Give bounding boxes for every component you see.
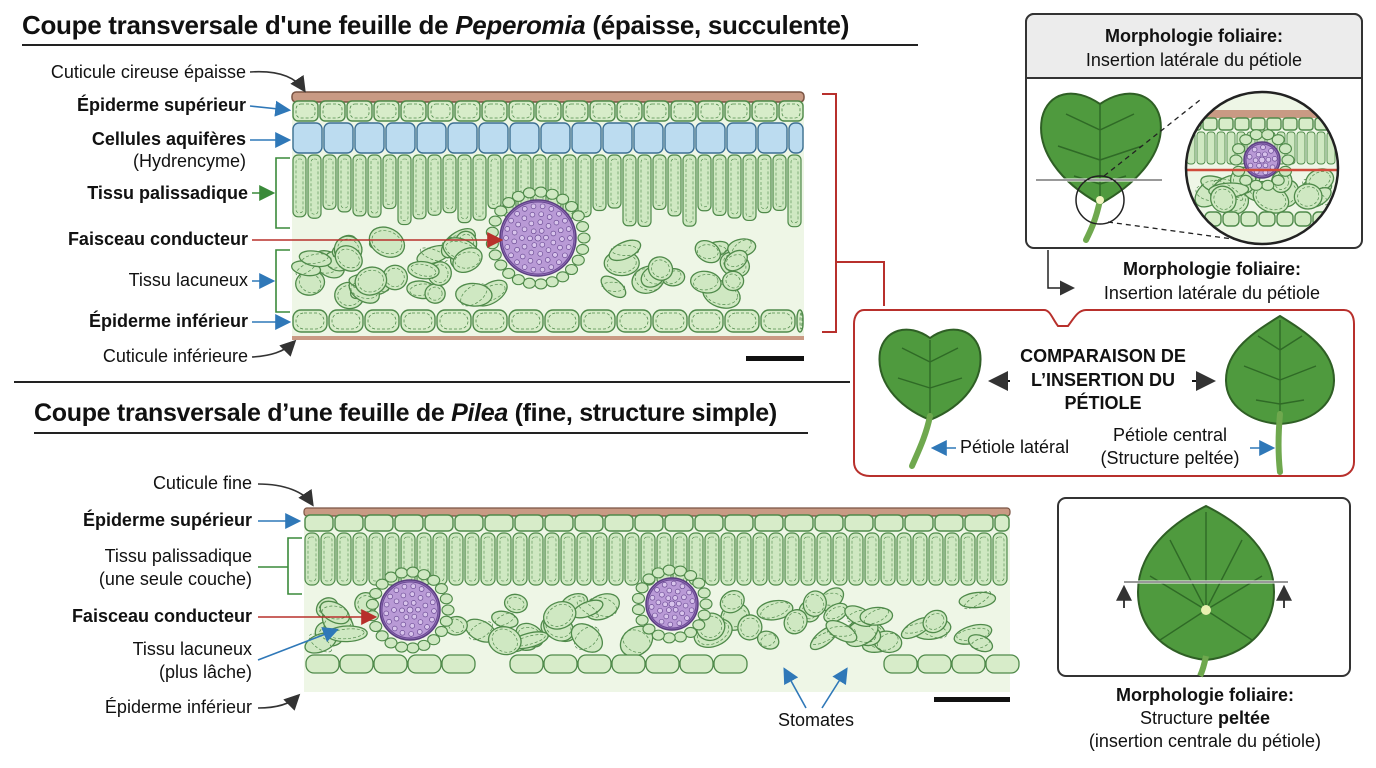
comparison-central-label: Pétiole central bbox=[1112, 425, 1228, 445]
label-pep-vascular: Faisceau conducteur bbox=[67, 229, 248, 249]
morpho-bottom-line3: (insertion centrale du pétiole) bbox=[1088, 731, 1322, 751]
label-pil-spongy: Tissu lacuneux bbox=[132, 639, 252, 659]
peperomia-water-cells bbox=[292, 122, 804, 154]
peperomia-spongy-cells bbox=[291, 226, 757, 310]
morpho-top-connector bbox=[1047, 250, 1075, 296]
comparison-title-1: COMPARAISON DE bbox=[1020, 346, 1186, 366]
peperomia-title: Coupe transversale d'une feuille de Pepe… bbox=[22, 10, 850, 40]
label-pep-spongy: Tissu lacuneux bbox=[128, 270, 248, 290]
peperomia-scale-bar bbox=[746, 356, 804, 361]
morpho-mid-subheading: Insertion latérale du pétiole bbox=[1103, 283, 1321, 303]
label-pil-palisade: Tissu palissadique bbox=[104, 546, 252, 566]
label-pil-palisade-sub: (une seule couche) bbox=[98, 569, 252, 589]
label-pep-water-cells: Cellules aquifères bbox=[91, 129, 246, 149]
pilea-upper-epidermis bbox=[304, 514, 1010, 532]
comparison-title-3: PÉTIOLE bbox=[1064, 393, 1142, 413]
pilea-spongy-cells bbox=[304, 587, 997, 657]
label-pep-lower-cuticle: Cuticule inférieure bbox=[102, 346, 248, 366]
pilea-lower-epidermis bbox=[305, 654, 1020, 674]
comparison-central-sub: (Structure peltée) bbox=[1100, 448, 1240, 468]
morpho-top-leaf bbox=[1036, 92, 1162, 243]
label-pil-stomata: Stomates bbox=[777, 710, 855, 730]
label-pep-hydrencyme: (Hydrencyme) bbox=[132, 151, 246, 171]
peperomia-lower-epidermis bbox=[292, 309, 804, 333]
label-pil-lower-epidermis: Épiderme inférieur bbox=[104, 697, 252, 717]
peperomia-label-arrows bbox=[249, 70, 504, 358]
peltate-leaf bbox=[1116, 504, 1292, 678]
morpho-top-subheading: Insertion latérale du pétiole bbox=[1085, 50, 1303, 70]
pilea-vascular-bundles bbox=[365, 564, 713, 654]
label-pep-palisade: Tissu palissadique bbox=[87, 183, 248, 203]
label-pep-cuticle: Cuticule cireuse épaisse bbox=[50, 62, 246, 82]
morpho-bottom-box bbox=[1057, 497, 1351, 678]
morpho-bottom-line2: Structure peltée bbox=[1139, 708, 1271, 728]
comparison-title-2: L’INSERTION DU bbox=[1030, 370, 1175, 390]
label-pil-vascular: Faisceau conducteur bbox=[71, 606, 252, 626]
label-pil-spongy-sub: (plus lâche) bbox=[158, 662, 252, 682]
peperomia-section bbox=[291, 91, 805, 361]
label-pil-upper-epidermis: Épiderme supérieur bbox=[82, 510, 252, 530]
pilea-title-underline bbox=[34, 432, 808, 434]
pilea-label-arrows bbox=[257, 483, 848, 711]
pilea-title: Coupe transversale d’une feuille de Pile… bbox=[34, 399, 777, 427]
morpho-top-heading: Morphologie foliaire: bbox=[1105, 26, 1283, 46]
peperomia-title-underline bbox=[22, 44, 918, 46]
pilea-scale-bar bbox=[934, 697, 1010, 702]
morpho-top-box bbox=[1025, 13, 1363, 249]
comparison-panel bbox=[853, 309, 1355, 477]
peperomia-upper-epidermis bbox=[292, 100, 804, 122]
morpho-mid-heading: Morphologie foliaire: bbox=[1123, 259, 1301, 279]
morpho-bottom-heading: Morphologie foliaire: bbox=[1116, 685, 1294, 705]
comparison-left-leaf bbox=[878, 328, 982, 469]
pilea-section bbox=[303, 507, 1020, 702]
peperomia-bracket bbox=[822, 93, 885, 333]
peperomia-lower-cuticle bbox=[292, 336, 804, 340]
morpho-top-magnifier bbox=[1184, 90, 1340, 246]
label-pil-cuticle: Cuticule fine bbox=[152, 473, 252, 493]
label-pep-lower-epidermis: Épiderme inférieur bbox=[88, 311, 248, 331]
comparison-lateral-label: Pétiole latéral bbox=[960, 437, 1070, 457]
peperomia-vascular-bundle bbox=[485, 186, 591, 290]
label-pep-upper-epidermis: Épiderme supérieur bbox=[76, 95, 246, 115]
comparison-right-leaf bbox=[1224, 314, 1336, 475]
peperomia-palisade-cells bbox=[292, 154, 802, 228]
